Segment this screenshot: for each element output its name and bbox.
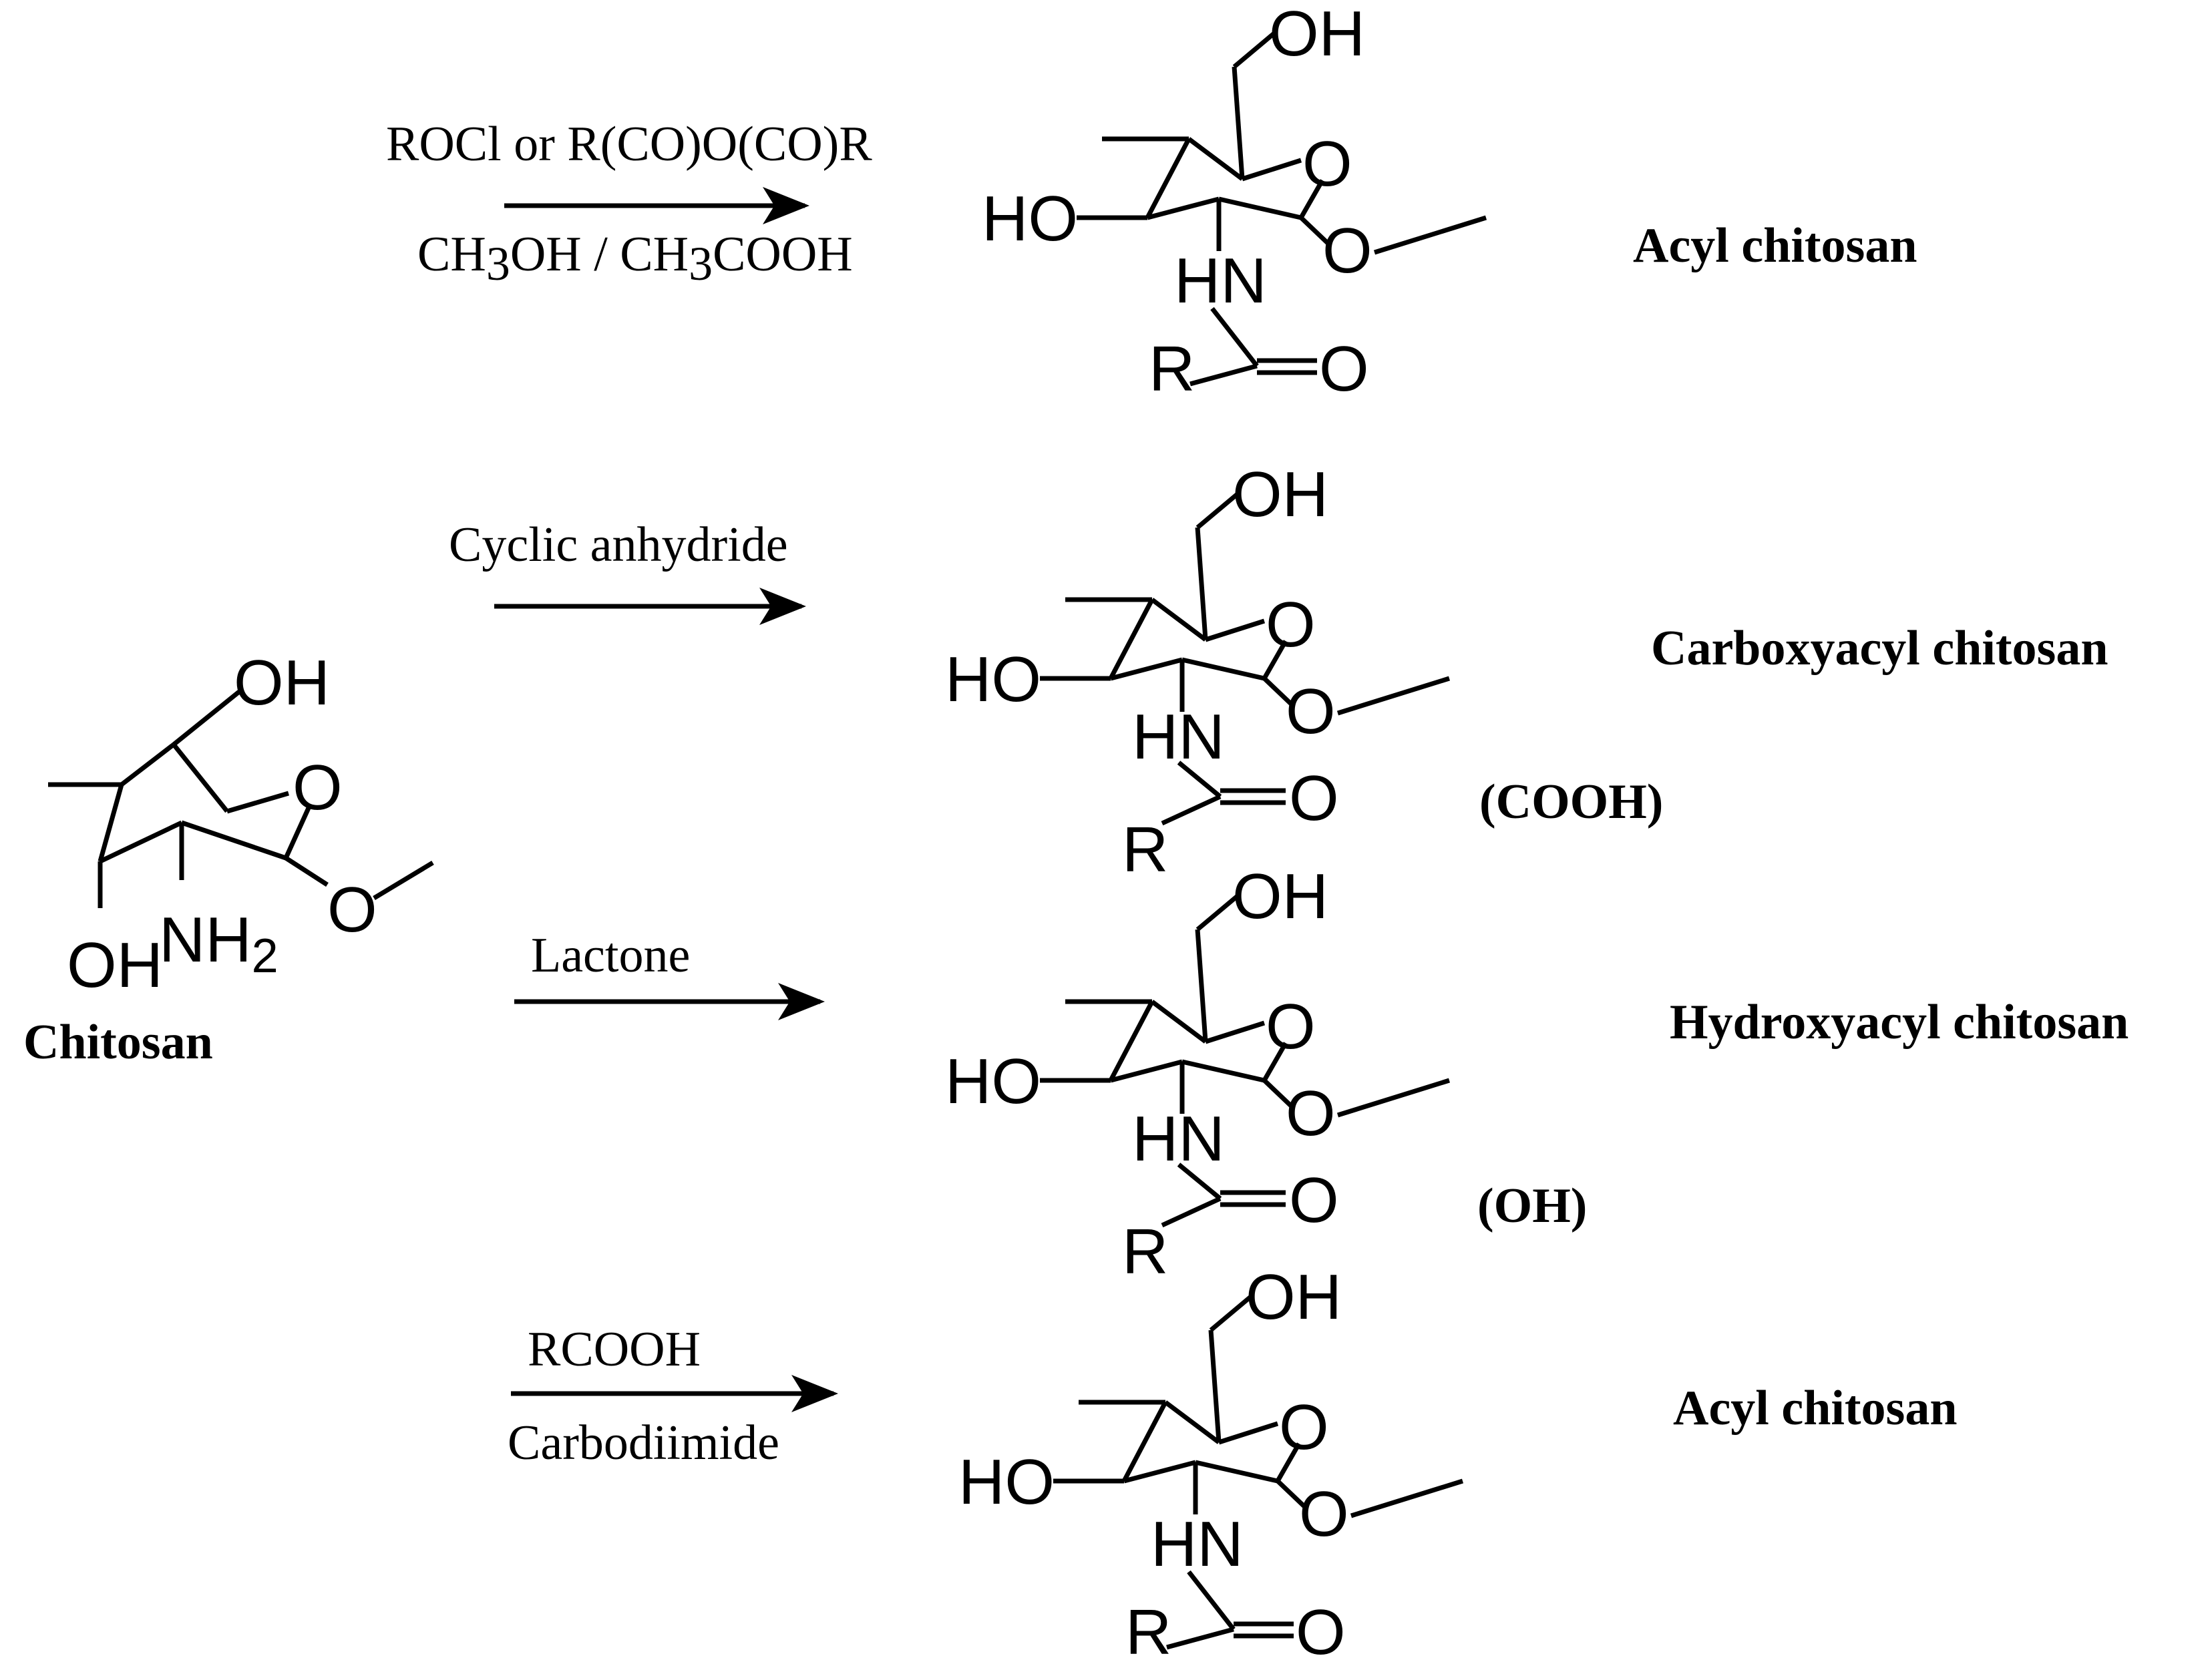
ring-oxygen: O xyxy=(1279,1392,1329,1463)
acyl-chitosan-structure: OH O HO O HN R O xyxy=(982,0,1487,405)
r-group-label: R xyxy=(1122,814,1168,885)
product-name: Carboxyacyl chitosan xyxy=(1651,621,2108,676)
reagent-label: Cyclic anhydride xyxy=(449,517,788,572)
oh-label: OH xyxy=(1232,459,1328,530)
reaction-4: RCOOH Carbodiimide OH O HO O HN R xyxy=(508,1261,1958,1668)
reagent-label: Carbodiimide xyxy=(508,1416,779,1470)
reaction-1: ROCl or R(CO)O(CO)R CH3OH / CH3COOH OH O… xyxy=(386,0,1917,405)
ho-label: HO xyxy=(945,644,1041,715)
glycosidic-oxygen: O xyxy=(1286,1078,1336,1149)
r-group-label: R xyxy=(1122,1216,1168,1287)
ring-bonds xyxy=(1040,893,1451,1228)
ho-label: HO xyxy=(945,1046,1041,1117)
oh-label: OH xyxy=(1269,0,1365,69)
oh-label: OH xyxy=(1246,1261,1342,1333)
ring-oxygen: O xyxy=(1266,589,1316,660)
functional-group-label: (COOH) xyxy=(1479,775,1663,829)
product-name: Hydroxyacyl chitosan xyxy=(1670,995,2129,1050)
r-group-label: R xyxy=(1125,1597,1171,1668)
amine-label: NH2 xyxy=(159,904,279,983)
carbonyl-oxygen: O xyxy=(1296,1597,1346,1668)
ring-bonds xyxy=(48,690,434,908)
ho-label: HO xyxy=(958,1446,1055,1518)
amide-nh-label: HN xyxy=(1132,701,1225,773)
reaction-2: Cyclic anhydride OH O HO O HN R O xyxy=(449,459,2108,885)
carbonyl-oxygen: O xyxy=(1289,763,1339,834)
amide-nh-label: HN xyxy=(1132,1103,1225,1175)
glycosidic-oxygen: O xyxy=(327,874,377,946)
chitosan-structure: OH O O OH NH2 xyxy=(48,647,434,1001)
product-name: Acyl chitosan xyxy=(1633,218,1917,273)
product-name: Acyl chitosan xyxy=(1673,1381,1958,1436)
reagent-label: Lactone xyxy=(531,928,690,983)
glycosidic-oxygen: O xyxy=(1299,1478,1349,1550)
oh-label: OH xyxy=(67,929,163,1001)
carboxyacyl-chitosan-structure: OH O HO O HN R O xyxy=(945,459,1451,885)
hydroxyacyl-chitosan-structure: OH O HO O HN R O xyxy=(945,861,1451,1287)
ring-bonds xyxy=(1053,1293,1464,1650)
ring-bonds xyxy=(1077,30,1487,387)
ring-oxygen: O xyxy=(293,752,343,823)
acyl-chitosan-structure: OH O HO O HN R O xyxy=(958,1261,1464,1668)
reactant-name: Chitosan xyxy=(23,1015,213,1070)
oh-label: OH xyxy=(1232,861,1328,932)
glycosidic-oxygen: O xyxy=(1322,215,1372,286)
carbonyl-oxygen: O xyxy=(1319,333,1369,405)
ring-oxygen: O xyxy=(1266,991,1316,1062)
amide-nh-label: HN xyxy=(1151,1508,1244,1580)
ho-label: HO xyxy=(982,183,1078,254)
oh-label: OH xyxy=(234,647,330,718)
reagent-label: ROCl or R(CO)O(CO)R xyxy=(386,117,872,172)
r-group-label: R xyxy=(1149,333,1195,405)
reagent-label: RCOOH xyxy=(528,1322,701,1377)
amide-nh-label: HN xyxy=(1174,245,1267,317)
carbonyl-oxygen: O xyxy=(1289,1165,1339,1236)
ring-oxygen: O xyxy=(1302,128,1352,200)
reagent-label: CH3OH / CH3COOH xyxy=(417,227,853,290)
functional-group-label: (OH) xyxy=(1477,1179,1587,1233)
reaction-3: Lactone OH O HO O HN R O xyxy=(514,861,2129,1287)
ring-bonds xyxy=(1040,491,1451,826)
glycosidic-oxygen: O xyxy=(1286,676,1336,747)
